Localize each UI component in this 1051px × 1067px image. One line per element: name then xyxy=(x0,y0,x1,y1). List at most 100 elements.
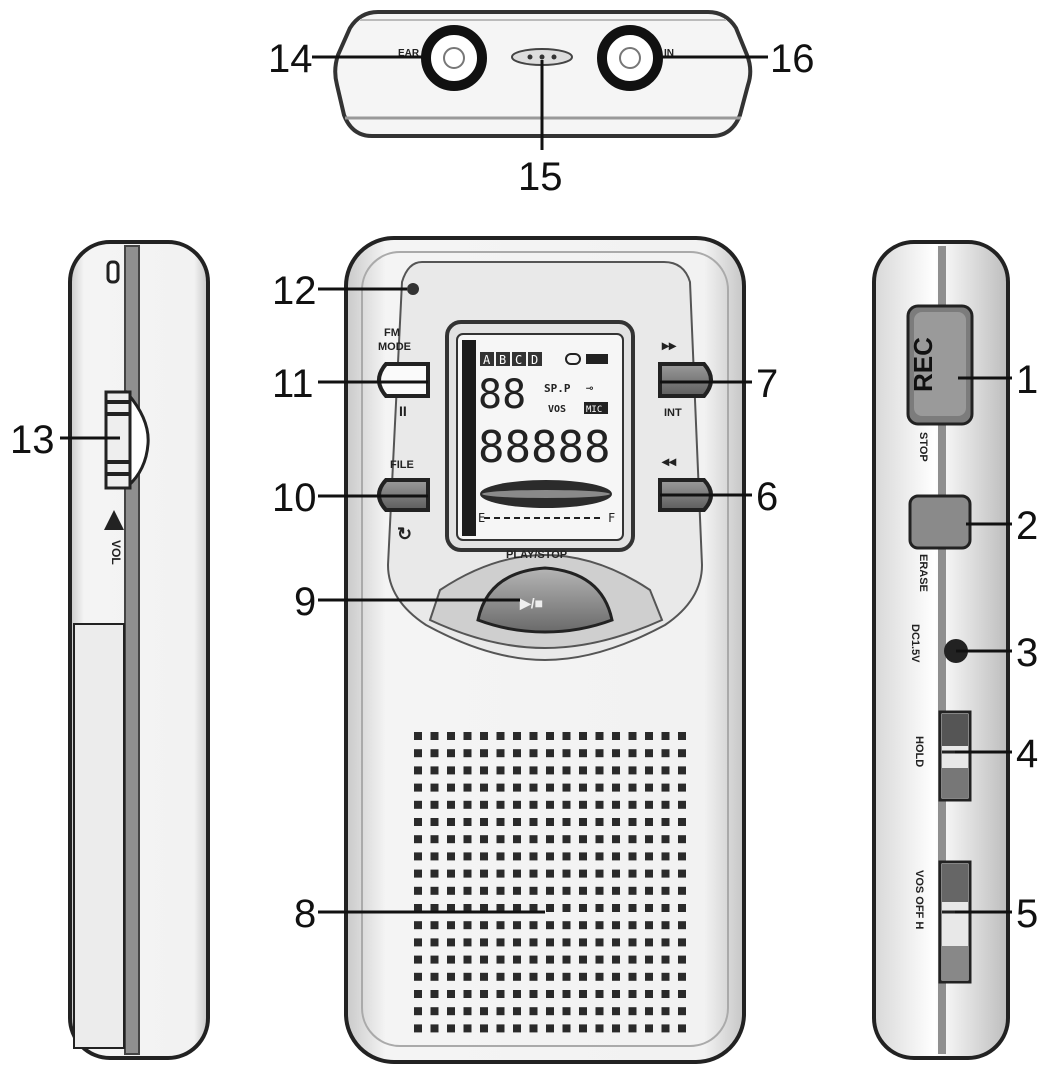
speaker-hole xyxy=(480,818,488,826)
speaker-hole xyxy=(463,818,472,826)
right-side-view: REC STOP ERASE DC1.5V HOLD VOS OFF H xyxy=(872,240,1010,1060)
speaker-hole xyxy=(529,886,538,895)
erase-button[interactable] xyxy=(908,494,972,550)
speaker-hole xyxy=(496,732,505,740)
dc-label: DC1.5V xyxy=(909,624,921,663)
speaker-hole xyxy=(414,886,422,895)
speaker-hole xyxy=(529,869,538,878)
volume-wheel[interactable] xyxy=(104,389,150,490)
mic-input-jack[interactable] xyxy=(597,25,663,91)
speaker-hole xyxy=(612,921,620,930)
speaker-hole xyxy=(645,990,653,998)
speaker-hole xyxy=(513,972,521,981)
speaker-hole xyxy=(678,800,686,809)
speaker-hole xyxy=(513,818,521,826)
speaker-hole xyxy=(612,972,620,981)
speaker-hole xyxy=(529,835,538,844)
speaker-hole xyxy=(628,938,637,947)
play-stop-button[interactable] xyxy=(476,566,614,634)
speaker-hole xyxy=(480,835,488,844)
erase-label: ERASE xyxy=(917,554,929,592)
speaker-hole xyxy=(579,835,587,844)
speaker-hole xyxy=(414,766,422,775)
speaker-hole xyxy=(463,869,472,878)
speaker-hole xyxy=(480,1024,488,1033)
lcd-speed: SP.P xyxy=(544,382,571,395)
speaker-hole xyxy=(480,938,488,947)
speaker-hole xyxy=(678,766,686,775)
speaker-hole xyxy=(513,749,521,758)
speaker-hole xyxy=(678,1024,686,1033)
lcd-folder-b: B xyxy=(499,353,506,367)
speaker-hole xyxy=(546,818,554,826)
speaker-hole xyxy=(529,904,538,912)
speaker-hole xyxy=(678,921,686,930)
rec-button[interactable]: REC xyxy=(906,304,974,426)
speaker-hole xyxy=(661,921,670,930)
speaker-hole xyxy=(595,1024,604,1033)
speaker-hole xyxy=(414,732,422,740)
speaker-hole xyxy=(612,835,620,844)
speaker-hole xyxy=(414,835,422,844)
vos-switch[interactable] xyxy=(938,860,972,984)
speaker-hole xyxy=(562,869,571,878)
speaker-hole xyxy=(628,921,637,930)
speaker-hole xyxy=(562,886,571,895)
speaker-hole xyxy=(480,783,488,792)
speaker-hole xyxy=(496,835,505,844)
speaker-hole xyxy=(546,732,554,740)
speaker-hole xyxy=(645,921,653,930)
speaker-hole xyxy=(628,972,637,981)
speaker-hole xyxy=(612,732,620,740)
speaker-hole xyxy=(430,921,439,930)
speaker-hole xyxy=(612,766,620,775)
speaker-hole xyxy=(661,1024,670,1033)
fast-forward-icon: ▸▸ xyxy=(661,337,677,353)
speaker-hole xyxy=(645,766,653,775)
speaker-hole xyxy=(463,1024,472,1033)
earphone-jack[interactable] xyxy=(421,25,487,91)
lcd-vos: VOS xyxy=(548,404,566,415)
speaker-hole xyxy=(480,1007,488,1016)
speaker-hole xyxy=(463,990,472,998)
speaker-hole xyxy=(579,904,587,912)
speaker-hole xyxy=(645,749,653,758)
speaker-hole xyxy=(645,1007,653,1016)
speaker-hole xyxy=(562,852,571,861)
speaker-hole xyxy=(447,852,455,861)
fm-label: FM xyxy=(384,327,400,339)
speaker-hole xyxy=(595,732,604,740)
speaker-hole xyxy=(480,766,488,775)
speaker-hole xyxy=(529,1007,538,1016)
speaker-hole xyxy=(463,938,472,947)
speaker-hole xyxy=(595,766,604,775)
speaker-hole xyxy=(612,749,620,758)
speaker-hole xyxy=(678,732,686,740)
speaker-hole xyxy=(480,732,488,740)
speaker-hole xyxy=(579,852,587,861)
file-label: FILE xyxy=(390,459,414,471)
speaker-hole xyxy=(480,972,488,981)
speaker-hole xyxy=(430,972,439,981)
speaker-hole xyxy=(496,766,505,775)
speaker-hole xyxy=(661,818,670,826)
speaker-hole xyxy=(612,904,620,912)
fast-forward-button[interactable] xyxy=(658,362,713,398)
speaker-hole xyxy=(430,955,439,964)
speaker-hole xyxy=(612,800,620,809)
speaker-hole xyxy=(430,732,439,740)
fm-mode-button[interactable] xyxy=(377,362,430,398)
speaker-hole xyxy=(463,835,472,844)
speaker-hole xyxy=(414,1024,422,1033)
vos-off-h-label: VOS OFF H xyxy=(913,870,925,929)
hold-switch[interactable] xyxy=(938,710,972,802)
speaker-hole xyxy=(529,921,538,930)
speaker-hole xyxy=(645,800,653,809)
speaker-hole xyxy=(562,766,571,775)
speaker-hole xyxy=(513,732,521,740)
speaker-hole xyxy=(562,990,571,998)
speaker-hole xyxy=(546,990,554,998)
speaker-hole xyxy=(678,886,686,895)
speaker-hole xyxy=(595,869,604,878)
speaker-hole xyxy=(628,955,637,964)
